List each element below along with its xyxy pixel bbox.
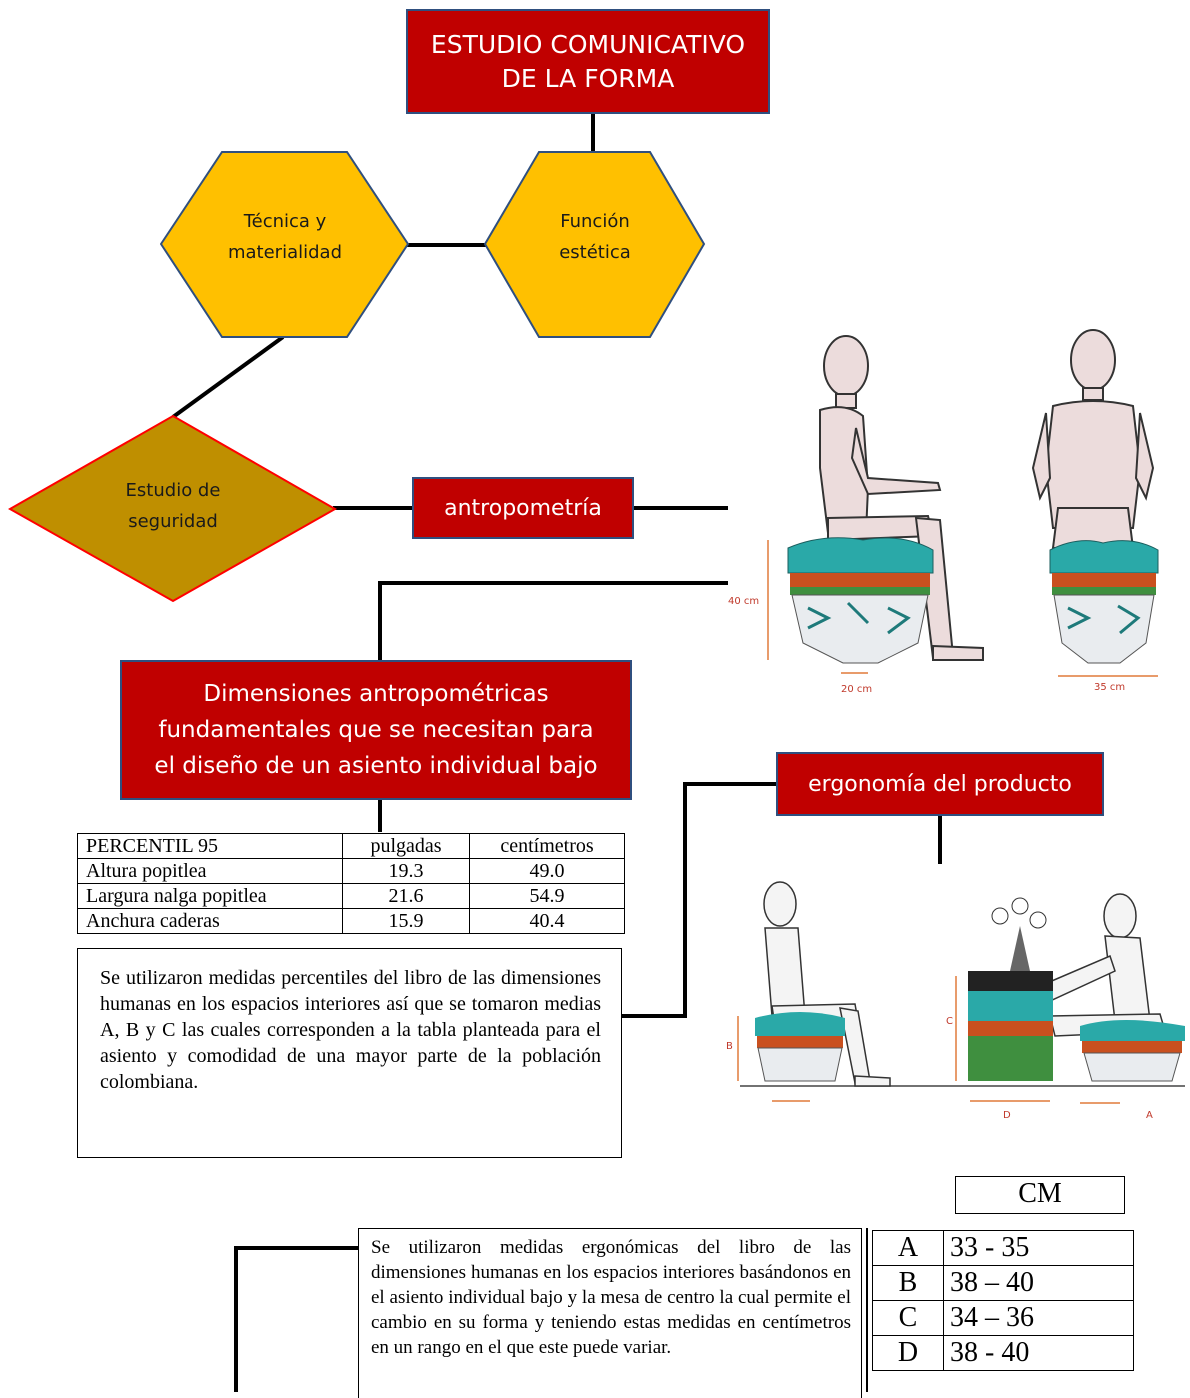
cm-row-value: 34 – 36: [943, 1300, 1134, 1336]
hex-left-shape: [160, 151, 410, 338]
table-row: Anchura caderas 15.9 40.4: [77, 908, 625, 934]
stool-right: [1049, 540, 1159, 664]
hex-right-shape: [484, 151, 706, 338]
table-row: D 38 - 40: [872, 1335, 1134, 1371]
hex-left-label: Técnica y materialidad: [160, 206, 410, 268]
cm-row-value: 33 - 35: [943, 1230, 1134, 1266]
cm-row-key: B: [872, 1265, 944, 1301]
ergonomic-drawing: [737, 881, 1185, 1104]
header-percentil: PERCENTIL 95: [77, 833, 343, 859]
table-row: C 34 – 36: [872, 1300, 1134, 1336]
hex-right-line-2: estética: [559, 242, 631, 263]
row-pulgadas: 19.3: [342, 858, 470, 884]
connector-figure-dimensiones: [378, 581, 728, 660]
connector-hex-diamond: [171, 335, 285, 419]
ergo-plant: [991, 897, 1047, 971]
row-label: Largura nalga popitlea: [77, 883, 343, 909]
diamond-shape: [8, 414, 338, 603]
antropometria-label: antropometría: [444, 495, 602, 521]
dimensiones-line-2: fundamentales que se necesitan para: [158, 717, 594, 743]
width-label-35cm: 35 cm: [1094, 682, 1126, 693]
diamond-label: Estudio de seguridad: [8, 475, 338, 537]
cm-row-key: C: [872, 1300, 944, 1336]
dimensiones-box: Dimensiones antropométricas fundamentale…: [120, 660, 632, 800]
row-centimetros: 40.4: [469, 908, 625, 934]
ergonomia-box: ergonomía del producto: [776, 752, 1104, 816]
diamond-line-2: seguridad: [128, 511, 218, 532]
row-label: Altura popitlea: [77, 858, 343, 884]
connector-bottom-text: [234, 1246, 358, 1392]
height-label-40cm: 40 cm: [728, 596, 760, 607]
row-centimetros: 54.9: [469, 883, 625, 909]
ergo-table: [968, 971, 1053, 1081]
antropometria-box: antropometría: [412, 477, 634, 539]
dimensiones-line-1: Dimensiones antropométricas: [203, 681, 549, 707]
ergo-stool-right: [1080, 1020, 1185, 1082]
anthropometric-figure: 40 cm 20 cm 35 cm: [728, 318, 1190, 698]
label-a: A: [1146, 1110, 1153, 1121]
ergonomic-figure: B C D A: [720, 876, 1190, 1126]
width-label-20cm: 20 cm: [841, 684, 873, 695]
row-pulgadas: 15.9: [342, 908, 470, 934]
cm-row-value: 38 – 40: [943, 1265, 1134, 1301]
ergonomic-description: Se utilizaron medidas ergonómicas del li…: [358, 1228, 862, 1398]
diamond-line-1: Estudio de: [125, 480, 221, 501]
cm-row-key: A: [872, 1230, 944, 1266]
ergonomic-description-text: Se utilizaron medidas ergonómicas del li…: [371, 1237, 851, 1358]
label-c: C: [946, 1016, 953, 1027]
table-header-row: PERCENTIL 95 pulgadas centímetros: [77, 833, 625, 859]
connector-hex-hex: [407, 243, 493, 247]
stool-left: [787, 537, 934, 664]
hex-right-line-1: Función: [560, 211, 630, 232]
text2-right-border-double: [866, 1228, 868, 1392]
cm-header-label: CM: [1018, 1178, 1062, 1209]
label-d: D: [1003, 1110, 1011, 1121]
title-box: ESTUDIO COMUNICATIVO DE LA FORMA: [406, 9, 770, 114]
table-row: Largura nalga popitlea 21.6 54.9: [77, 883, 625, 909]
percentile-description-text: Se utilizaron medidas percentiles del li…: [100, 967, 601, 1093]
row-label: Anchura caderas: [77, 908, 343, 934]
table-row: B 38 – 40: [872, 1265, 1134, 1301]
connector-title-hex: [591, 114, 595, 152]
header-centimetros: centímetros: [469, 833, 625, 859]
table-row: Altura popitlea 19.3 49.0: [77, 858, 625, 884]
dimensiones-line-3: el diseño de un asiento individual bajo: [154, 753, 598, 779]
cm-table: A 33 - 35 B 38 – 40 C 34 – 36 D 38 - 40: [872, 1230, 1134, 1371]
row-centimetros: 49.0: [469, 858, 625, 884]
table-row: A 33 - 35: [872, 1230, 1134, 1266]
connector-text-ergonomia: [622, 782, 776, 1018]
cm-header-box: CM: [955, 1176, 1125, 1214]
cm-row-value: 38 - 40: [943, 1335, 1134, 1371]
label-b: B: [726, 1041, 733, 1052]
cm-row-key: D: [872, 1335, 944, 1371]
ergonomia-label: ergonomía del producto: [808, 771, 1072, 797]
hex-right-label: Función estética: [484, 206, 706, 268]
title-line-1: ESTUDIO COMUNICATIVO: [430, 29, 746, 59]
ergo-stool-left: [755, 1012, 845, 1082]
anthropometric-drawing: [767, 318, 1190, 677]
title-line-2: DE LA FORMA: [501, 63, 675, 93]
hex-left-line-1: Técnica y: [243, 211, 327, 232]
row-pulgadas: 21.6: [342, 883, 470, 909]
hex-left-line-2: materialidad: [227, 242, 342, 263]
percentile-table: PERCENTIL 95 pulgadas centímetros Altura…: [77, 833, 625, 934]
header-pulgadas: pulgadas: [342, 833, 470, 859]
percentile-description: Se utilizaron medidas percentiles del li…: [77, 948, 622, 1158]
